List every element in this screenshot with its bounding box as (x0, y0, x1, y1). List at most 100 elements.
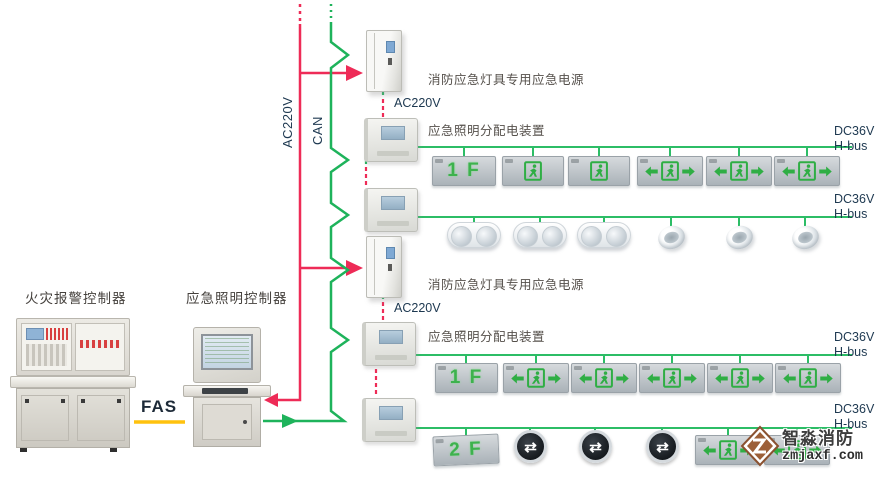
fire-console-slots (26, 344, 67, 366)
floor-sign-text: 2 F (448, 438, 484, 461)
fas-label: FAS (141, 397, 178, 416)
fire-console-panel-section (16, 318, 130, 376)
emergency-lighting-controller-label: 应急照明控制器 (186, 291, 288, 306)
watermark-name: 智淼消防 (782, 429, 854, 448)
exit-sign-double-arrow (639, 363, 705, 393)
distribution-box-strip (377, 151, 409, 156)
exit-sign-double-arrow (503, 363, 569, 393)
running-man-icon (730, 368, 750, 388)
running-man-icon (797, 161, 817, 181)
hbus-label: H-bus (834, 139, 868, 153)
distribution-box-screen (381, 196, 405, 210)
distribution-label-1: 应急照明分配电装置 (428, 124, 546, 138)
voltage-label: DC36V (834, 192, 875, 206)
twin-spot-light (513, 222, 567, 248)
arrow-right-icon (547, 371, 562, 386)
ac220v-arrow-branch-1 (346, 65, 363, 81)
arrow-left-icon (644, 164, 659, 179)
kiosk-monitor-housing (193, 327, 261, 383)
voltage-label: DC36V (834, 330, 875, 344)
running-man-icon (662, 368, 682, 388)
running-man-icon (660, 161, 680, 181)
bus-labels-3: DC36V H-bus (834, 330, 874, 360)
arrow-left-icon (510, 371, 525, 386)
power-supply-label-2: 消防应急灯具专用应急电源 (428, 278, 585, 292)
power-supply-switch (388, 264, 392, 271)
fire-alarm-controller-cabinet (10, 318, 136, 452)
distribution-box-strip (375, 431, 407, 436)
arrow-right-icon (750, 164, 765, 179)
arrow-left-icon (713, 164, 728, 179)
floor-mounted-light: ⇄ (579, 430, 612, 463)
kiosk-screen (201, 334, 253, 370)
distribution-box-2 (364, 188, 418, 232)
hbus-line-2 (416, 216, 852, 226)
hbus-line-1 (416, 146, 852, 156)
watermark-text: 智淼消防 zmjaxf.com (782, 424, 863, 464)
watermark-site: zmjaxf.com (782, 449, 864, 464)
running-man-icon (589, 161, 609, 181)
exit-sign-double-arrow (637, 156, 703, 186)
twin-spot-light (577, 222, 631, 248)
watermark-logo-icon (740, 425, 780, 467)
running-man-icon (798, 368, 818, 388)
ac220v-riser-label: AC220V (280, 96, 295, 148)
arrow-right-icon (615, 371, 630, 386)
exit-sign (502, 156, 564, 186)
distribution-box-screen (381, 126, 405, 140)
can-arrow-from-controller (282, 414, 298, 428)
distribution-box-3 (362, 322, 416, 366)
fire-console-door (21, 395, 69, 441)
bidirectional-arrows-icon: ⇄ (656, 438, 669, 456)
power-supply-switch (388, 58, 392, 65)
voltage-label: DC36V (834, 402, 875, 416)
fire-console-display (26, 328, 44, 340)
arrow-right-icon (818, 164, 833, 179)
arrow-left-icon (782, 371, 797, 386)
exit-sign-double-arrow (774, 156, 840, 186)
power-supply-display (386, 41, 395, 53)
exit-sign (568, 156, 630, 186)
hbus-line-3 (414, 354, 852, 364)
fire-console-led-grid (45, 328, 68, 340)
fire-console-door (77, 395, 125, 441)
emergency-power-supply-cabinet-1 (366, 30, 402, 92)
ac220v-arrow-branch-2 (346, 260, 363, 276)
bus-labels-2: DC36V H-bus (834, 192, 874, 222)
arrow-left-icon (702, 443, 717, 458)
fire-console-left-panel (21, 323, 72, 371)
distribution-box-1 (364, 118, 418, 162)
fire-console-right-panel (74, 323, 125, 371)
arrow-right-icon (683, 371, 698, 386)
can-riser-label: CAN (310, 116, 325, 145)
power-supply-label-1: 消防应急灯具专用应急电源 (428, 73, 585, 87)
fire-alarm-controller-label: 火灾报警控制器 (25, 291, 127, 306)
fire-console-base (16, 388, 130, 448)
arrow-left-icon (781, 164, 796, 179)
can-riser-line (263, 22, 351, 423)
ac220v-riser-line (271, 24, 302, 402)
arrow-right-icon (751, 371, 766, 386)
distribution-box-strip (377, 221, 409, 226)
running-man-icon (729, 161, 749, 181)
kiosk-base (193, 397, 261, 447)
feed-label-1: AC220V (394, 96, 441, 110)
fire-console-desk (10, 376, 136, 388)
ac220v-arrow-into-controller (264, 393, 278, 407)
feed-label-2: AC220V (394, 301, 441, 315)
running-man-icon (718, 440, 738, 460)
bidirectional-arrows-icon: ⇄ (589, 438, 602, 456)
running-man-icon (526, 368, 546, 388)
power-supply-display (386, 247, 395, 259)
floor-mounted-light: ⇄ (646, 430, 679, 463)
bidirectional-arrows-icon: ⇄ (524, 438, 537, 456)
exit-sign-double-arrow (707, 363, 773, 393)
kiosk-keyboard (202, 388, 248, 394)
hbus-label: H-bus (834, 207, 868, 221)
floor-mounted-light: ⇄ (514, 430, 547, 463)
voltage-label: DC36V (834, 124, 875, 138)
distribution-box-screen (379, 406, 403, 420)
bus-labels-4: DC36V H-bus (834, 402, 874, 432)
floor-sign-text: 1 F (447, 160, 481, 181)
